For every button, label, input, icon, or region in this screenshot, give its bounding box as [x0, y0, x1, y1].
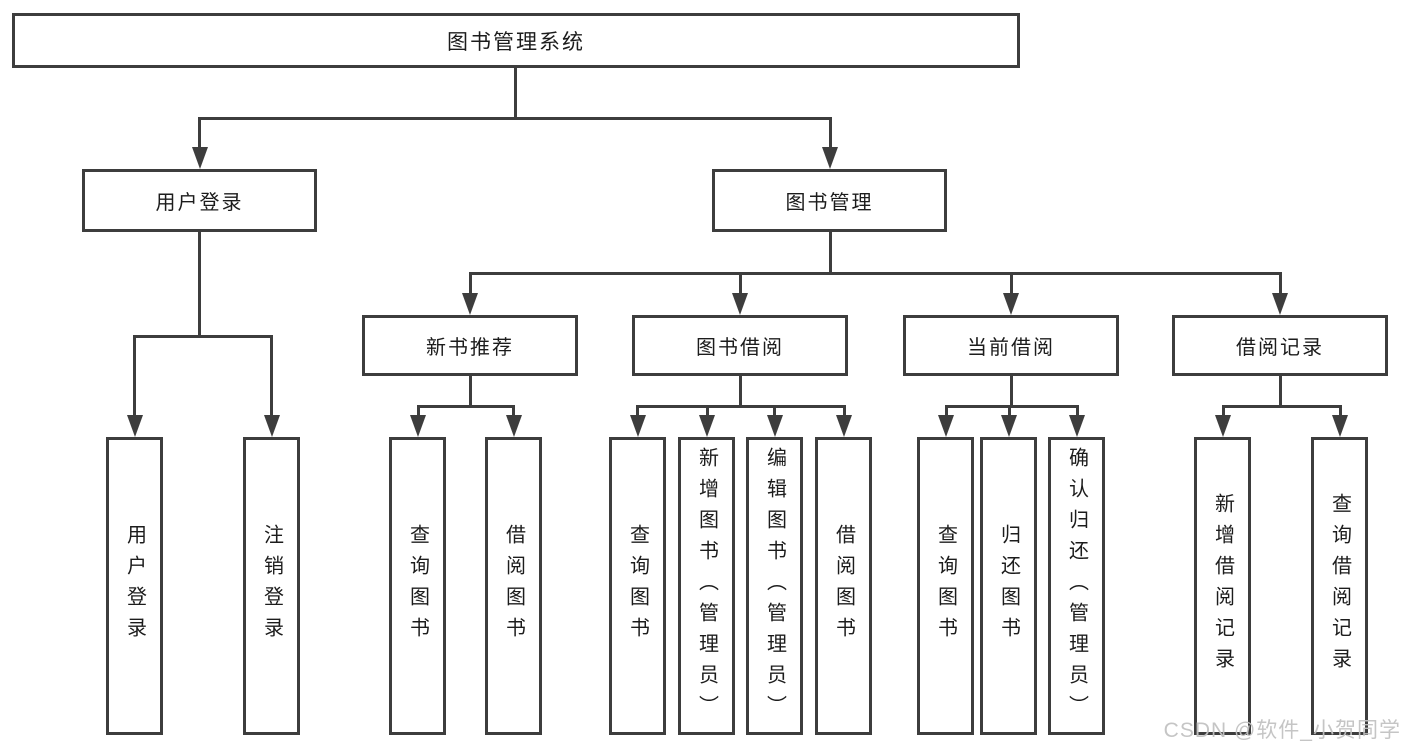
node-label: 图书管理系统: [447, 30, 585, 54]
connector-line: [739, 376, 742, 408]
arrow-down-icon: [630, 415, 646, 437]
arrow-down-icon: [1003, 293, 1019, 315]
node-label: 新增借阅记录: [1211, 493, 1234, 679]
arrow-down-icon: [836, 415, 852, 437]
leaf-edit-books-admin: 编辑图书（管理员）: [746, 437, 803, 735]
connector-line: [739, 272, 742, 299]
node-label: 查询借阅记录: [1328, 493, 1351, 679]
connector-line: [636, 405, 639, 422]
node-new-book-recommendation: 新书推荐: [362, 315, 578, 376]
connector-line: [198, 117, 201, 153]
connector-line: [417, 405, 420, 422]
connector-line: [1339, 405, 1342, 422]
arrow-down-icon: [1069, 415, 1085, 437]
node-label: 查询图书: [934, 524, 957, 648]
connector-line: [198, 117, 832, 120]
node-root-library-management-system: 图书管理系统: [12, 13, 1020, 68]
node-label: 借阅记录: [1236, 337, 1324, 359]
arrow-down-icon: [938, 415, 954, 437]
csdn-watermark: CSDN @软件_小贺同学: [1163, 719, 1401, 742]
arrow-down-icon: [767, 415, 783, 437]
arrow-down-icon: [822, 147, 838, 169]
connector-line: [1279, 272, 1282, 299]
node-label: 借阅图书: [832, 524, 855, 648]
node-label: 查询图书: [406, 524, 429, 648]
connector-line: [417, 405, 515, 408]
arrow-down-icon: [462, 293, 478, 315]
connector-line: [198, 232, 201, 338]
connector-line: [1010, 272, 1013, 299]
arrow-down-icon: [1001, 415, 1017, 437]
connector-line: [270, 335, 273, 421]
arrow-down-icon: [506, 415, 522, 437]
leaf-query-books-current: 查询图书: [917, 437, 974, 735]
leaf-logout: 注销登录: [243, 437, 300, 735]
leaf-query-books-borrowing: 查询图书: [609, 437, 666, 735]
arrow-down-icon: [1332, 415, 1348, 437]
node-label: 编辑图书（管理员）: [763, 446, 786, 726]
connector-line: [1010, 376, 1013, 408]
connector-line: [1008, 405, 1011, 422]
node-label: 注销登录: [260, 524, 283, 648]
leaf-user-login: 用户登录: [106, 437, 163, 735]
arrow-down-icon: [192, 147, 208, 169]
leaf-add-borrow-record: 新增借阅记录: [1194, 437, 1251, 735]
connector-line: [133, 335, 273, 338]
leaf-borrow-books: 借阅图书: [815, 437, 872, 735]
node-label: 图书管理: [785, 192, 874, 214]
node-label: 新增图书（管理员）: [695, 446, 718, 726]
node-label: 用户登录: [123, 524, 146, 648]
arrow-down-icon: [1272, 293, 1288, 315]
leaf-add-books-admin: 新增图书（管理员）: [678, 437, 735, 735]
arrow-down-icon: [699, 415, 715, 437]
connector-line: [469, 272, 1282, 275]
connector-line: [1076, 405, 1079, 422]
node-label: 归还图书: [997, 524, 1020, 648]
node-current-borrowing: 当前借阅: [903, 315, 1119, 376]
node-label: 用户登录: [155, 192, 244, 214]
arrow-down-icon: [264, 415, 280, 437]
node-label: 查询图书: [626, 524, 649, 648]
connector-line: [1222, 405, 1342, 408]
node-book-management: 图书管理: [712, 169, 947, 232]
node-label: 当前借阅: [967, 337, 1055, 359]
connector-line: [469, 272, 472, 299]
connector-line: [843, 405, 846, 422]
leaf-query-books-recommend: 查询图书: [389, 437, 446, 735]
connector-line: [945, 405, 948, 422]
node-book-borrowing: 图书借阅: [632, 315, 848, 376]
arrow-down-icon: [127, 415, 143, 437]
connector-line: [512, 405, 515, 422]
connector-line: [773, 405, 776, 422]
arrow-down-icon: [410, 415, 426, 437]
node-user-login: 用户登录: [82, 169, 317, 232]
connector-line: [829, 232, 832, 275]
arrow-down-icon: [732, 293, 748, 315]
node-label: 新书推荐: [426, 337, 514, 359]
connector-line: [1222, 405, 1225, 422]
node-label: 图书借阅: [696, 337, 784, 359]
connector-line: [945, 405, 1079, 408]
connector-line: [514, 68, 517, 117]
arrow-down-icon: [1215, 415, 1231, 437]
leaf-query-borrow-record: 查询借阅记录: [1311, 437, 1368, 735]
connector-line: [829, 117, 832, 153]
leaf-borrow-books-recommend: 借阅图书: [485, 437, 542, 735]
node-label: 借阅图书: [502, 524, 525, 648]
connector-line: [133, 335, 136, 421]
node-borrowing-records: 借阅记录: [1172, 315, 1388, 376]
leaf-return-books: 归还图书: [980, 437, 1037, 735]
connector-line: [706, 405, 709, 422]
node-label: 确认归还（管理员）: [1065, 446, 1088, 726]
connector-line: [1279, 376, 1282, 408]
connector-line: [636, 405, 846, 408]
connector-line: [469, 376, 472, 408]
leaf-confirm-return-admin: 确认归还（管理员）: [1048, 437, 1105, 735]
